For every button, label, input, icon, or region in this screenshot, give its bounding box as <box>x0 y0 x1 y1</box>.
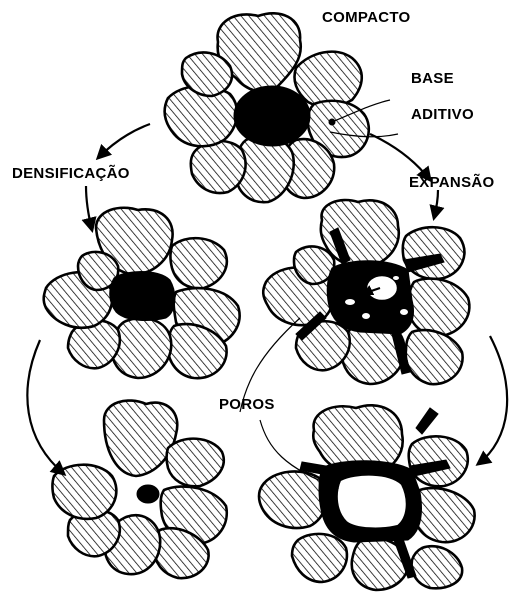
network-branch <box>416 408 438 434</box>
grain <box>406 330 463 384</box>
panel-expansao-1 <box>263 200 469 384</box>
label-densificacao: DENSIFICAÇÃO <box>12 165 130 182</box>
label-poros: POROS <box>219 396 275 413</box>
additive-dot <box>137 485 159 503</box>
pore-large <box>337 474 407 528</box>
pore-small <box>366 275 398 301</box>
arrow-into-densificacao-1 <box>86 186 92 230</box>
panel-expansao-2 <box>259 405 475 590</box>
grain <box>112 318 172 378</box>
grain <box>412 546 463 588</box>
base-leader-dot <box>329 119 335 125</box>
additive-blob <box>234 86 310 146</box>
arrow-into-expansao-1 <box>434 190 438 218</box>
grain <box>292 534 347 582</box>
grain <box>191 141 246 193</box>
pore-micro <box>393 276 399 280</box>
grain <box>408 279 469 336</box>
panel-densificacao-1 <box>44 208 240 378</box>
arrow-expansao-1-to-2 <box>478 336 507 464</box>
panel-compacto <box>165 13 398 202</box>
grain <box>171 238 227 288</box>
grain <box>167 439 224 487</box>
grain <box>414 488 475 542</box>
pore-micro <box>400 309 408 315</box>
additive-blob <box>110 272 175 321</box>
grain <box>259 471 327 528</box>
arrow-densificacao-1-to-2 <box>27 340 64 474</box>
label-aditivo: ADITIVO <box>411 106 474 123</box>
grain <box>295 52 362 107</box>
panel-densificacao-2 <box>53 401 227 579</box>
pore-micro <box>345 299 355 305</box>
label-compacto: COMPACTO <box>322 9 411 26</box>
label-expansao: EXPANSÃO <box>409 174 494 191</box>
label-base: BASE <box>411 70 454 87</box>
pore-micro <box>362 313 370 319</box>
arrow-compacto-to-densificacao <box>98 124 150 158</box>
